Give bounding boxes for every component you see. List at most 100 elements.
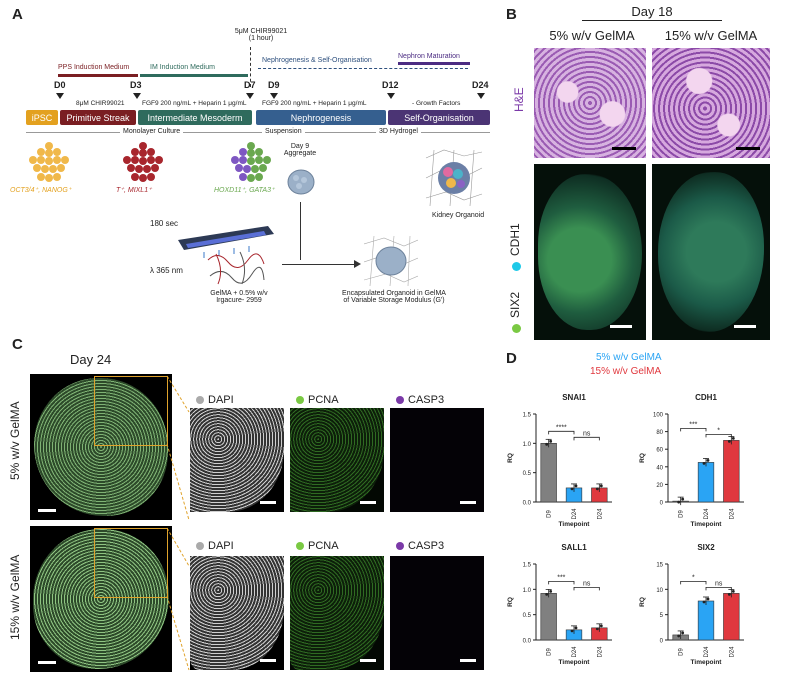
significance-label: ns xyxy=(715,580,723,587)
significance-label: * xyxy=(717,427,720,434)
scale-bar xyxy=(260,659,276,662)
day-d3-marker xyxy=(133,93,141,99)
significance-label: *** xyxy=(557,574,565,581)
y-tick-label: 1.5 xyxy=(523,563,532,569)
data-point xyxy=(599,484,603,488)
y-tick-label: 0.5 xyxy=(523,613,532,619)
data-point xyxy=(731,589,735,593)
data-point xyxy=(702,600,706,604)
phase-pps: PPS Induction Medium xyxy=(58,64,130,71)
stage-ipsc: iPSC xyxy=(26,110,58,125)
chart-title: SIX2 xyxy=(697,543,715,552)
x-tick-label: D24 xyxy=(729,646,735,658)
pcna-image-5pct xyxy=(290,408,384,512)
day-d24-marker xyxy=(477,93,485,99)
y-tick-label: 0.0 xyxy=(523,501,532,507)
encapsulated-organoid-icon xyxy=(364,236,418,286)
kidney-organoid-icon xyxy=(425,149,483,207)
chir-pulse-line xyxy=(250,47,251,87)
culture-suspension: Suspension xyxy=(262,128,305,135)
y-tick-label: 1.5 xyxy=(523,413,532,419)
scale-bar xyxy=(734,325,756,328)
zoom-box xyxy=(94,528,168,598)
day-d0: D0 xyxy=(54,80,66,90)
x-tick-label: D9 xyxy=(679,648,685,656)
data-point xyxy=(727,440,731,443)
zoom-box xyxy=(94,376,168,446)
aggregate-down-line xyxy=(300,202,301,260)
cond-growth: - Growth Factors xyxy=(412,100,461,107)
data-point xyxy=(570,629,574,633)
kidney-organoid-label: Kidney Organoid xyxy=(432,212,485,219)
he-image-15pct xyxy=(652,48,770,158)
data-point xyxy=(599,624,603,628)
scale-bar xyxy=(736,147,760,150)
data-point xyxy=(595,627,599,631)
cond-fgf-2: FGF9 200 ng/mL + Heparin 1 μg/mL xyxy=(262,100,367,107)
marker-ipsc: OCT3/4⁺, NANOG⁺ xyxy=(10,187,72,194)
scale-bar xyxy=(360,659,376,662)
scale-bar xyxy=(610,325,632,328)
b-row-fluor-label: CDH1 SIX2 xyxy=(508,202,528,333)
data-point xyxy=(595,487,599,491)
channel-dapi: DAPI xyxy=(196,394,234,406)
dapi-image-5pct xyxy=(190,408,284,512)
x-tick-label: D24 xyxy=(729,508,735,520)
significance-bracket xyxy=(573,586,600,591)
scale-bar xyxy=(360,501,376,504)
b-six2-label: SIX2 xyxy=(508,291,522,318)
zoom-connector-lines xyxy=(166,375,190,671)
data-point xyxy=(706,597,710,601)
y-tick-label: 0.0 xyxy=(523,639,532,645)
casp3-image-5pct xyxy=(390,408,484,512)
significance-bracket xyxy=(680,580,707,585)
primitive-streak-cluster-icon xyxy=(123,142,163,182)
data-point xyxy=(574,484,578,488)
gelma-network-icon xyxy=(207,251,265,285)
culture-line xyxy=(26,132,490,133)
x-tick-label: D24 xyxy=(597,646,603,658)
phase-pps-bar xyxy=(58,74,138,77)
stage-nephrogenesis: Nephrogenesis xyxy=(256,110,386,125)
channel-pcna: PCNA xyxy=(296,540,339,552)
x-tick-label: D9 xyxy=(679,510,685,518)
day-d0-marker xyxy=(56,93,64,99)
scale-bar xyxy=(38,661,56,664)
day-d12: D12 xyxy=(382,80,399,90)
culture-monolayer: Monolayer Culture xyxy=(120,128,184,135)
b-cdh1-label: CDH1 xyxy=(508,223,522,256)
b-col-15pct: 15% w/v GelMA xyxy=(664,28,758,43)
phase-maturation-bar xyxy=(398,62,470,65)
day-d7-marker xyxy=(246,93,254,99)
fluor-image-5pct xyxy=(534,164,646,340)
x-tick-label: D9 xyxy=(547,510,553,518)
y-tick-label: 80 xyxy=(656,430,663,436)
marker-im: HOXD11⁺, GATA3⁺ xyxy=(214,187,275,194)
day-underline xyxy=(582,20,722,21)
cond-chir: 8μM CHIR99021 xyxy=(76,100,125,107)
data-point xyxy=(574,626,578,630)
stage-self-organisation: Self-Organisation xyxy=(388,110,490,125)
channel-casp3: CASP3 xyxy=(396,394,444,406)
x-axis-label: Timepoint xyxy=(559,521,591,528)
y-tick-label: 1.0 xyxy=(523,588,532,594)
intermediate-mesoderm-cluster-icon xyxy=(231,142,271,182)
data-point xyxy=(677,500,681,504)
y-axis-label: RQ xyxy=(639,453,646,463)
data-point xyxy=(727,592,731,596)
significance-bracket xyxy=(705,586,732,591)
significance-bracket xyxy=(548,430,575,435)
significance-label: *** xyxy=(689,421,697,428)
ipsc-cluster-icon xyxy=(29,142,69,182)
channel-casp3: CASP3 xyxy=(396,540,444,552)
scale-bar xyxy=(460,659,476,662)
y-axis-label: RQ xyxy=(507,453,514,463)
data-point xyxy=(545,592,549,596)
dapi-image-15pct xyxy=(190,556,284,670)
x-tick-label: D24 xyxy=(572,508,578,520)
x-tick-label: D24 xyxy=(597,508,603,520)
x-tick-label: D24 xyxy=(704,508,710,520)
